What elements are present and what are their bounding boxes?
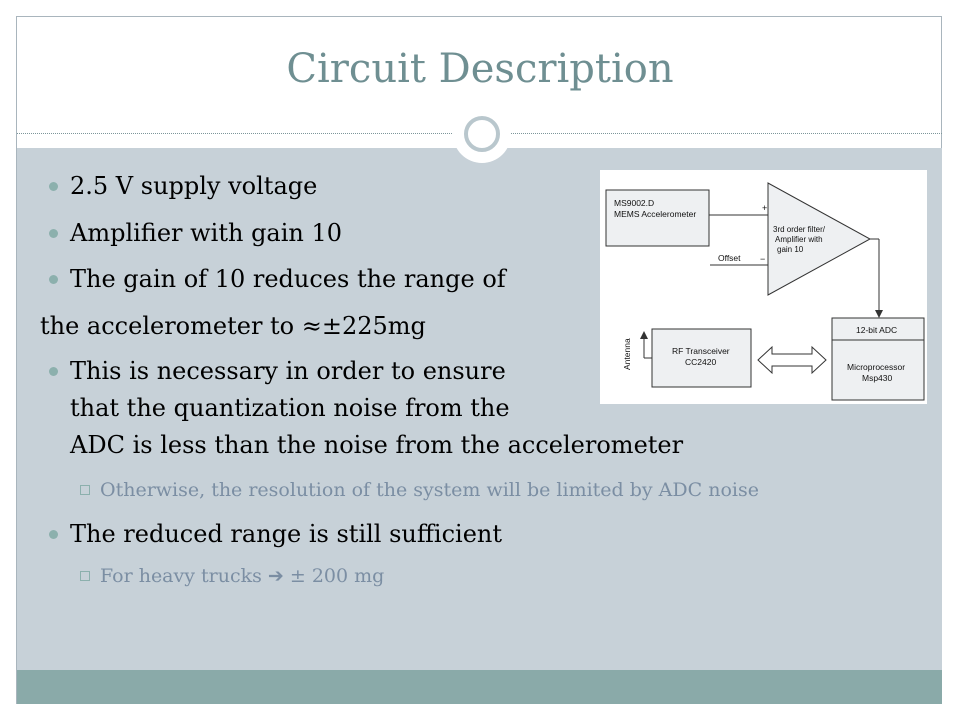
antenna-label: Antenna xyxy=(622,338,632,370)
bidirectional-arrow-icon xyxy=(757,345,827,375)
offset-label: Offset xyxy=(718,253,741,263)
slide-title: Circuit Description xyxy=(286,46,674,92)
amplifier-triangle xyxy=(767,182,872,296)
accelerometer-part: MS9002.D xyxy=(614,198,654,208)
mcu-label-line1: Microprocessor xyxy=(847,362,905,372)
accelerometer-block xyxy=(605,189,710,247)
circle-ornament-ring-icon xyxy=(464,116,500,152)
rf-label-line2: CC2420 xyxy=(685,357,716,367)
arrow-up-icon xyxy=(640,331,648,339)
amp-plus-sign: + xyxy=(762,203,767,213)
amp-label-line2: Amplifier with xyxy=(775,235,823,244)
mcu-label-line2: Msp430 xyxy=(862,373,893,383)
mcu-block xyxy=(831,317,925,401)
footer-band xyxy=(17,670,942,704)
accelerometer-name: MEMS Accelerometer xyxy=(614,209,696,219)
amp-label-line1: 3rd order filter/ xyxy=(773,225,826,234)
circuit-block-diagram: MS9002.D MEMS Accelerometer + − 3rd orde… xyxy=(600,170,927,404)
arrow-down-icon xyxy=(875,310,883,318)
rf-transceiver-block xyxy=(651,328,752,388)
adc-label: 12-bit ADC xyxy=(856,325,897,335)
amp-minus-sign: − xyxy=(760,254,765,264)
amp-label-line3: gain 10 xyxy=(777,245,804,254)
rf-label-line1: RF Transceiver xyxy=(672,346,730,356)
